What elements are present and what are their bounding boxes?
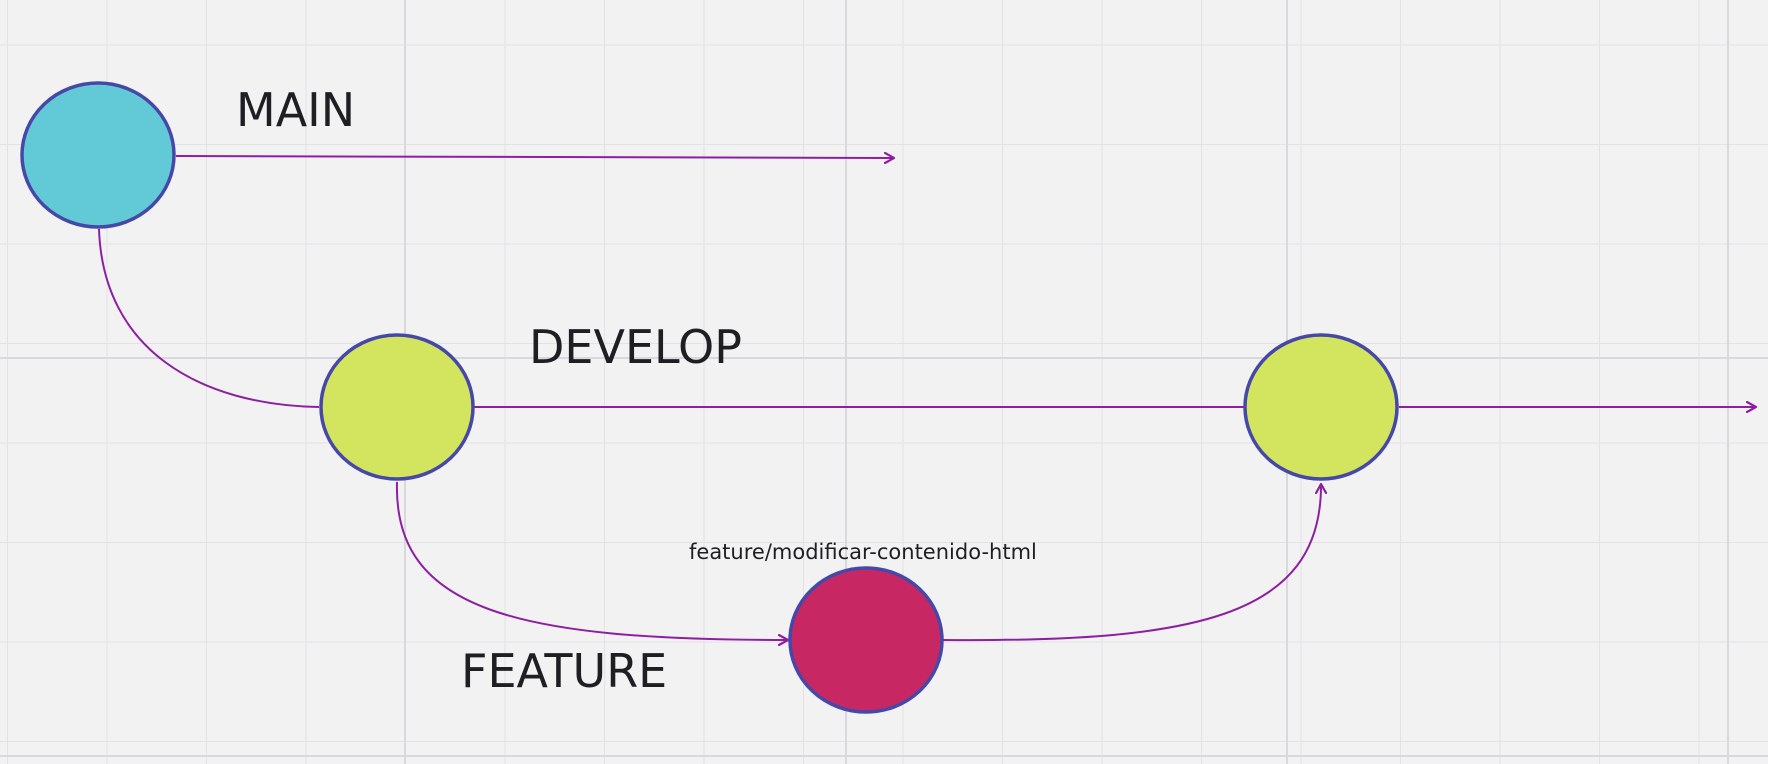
- main-commit-node[interactable]: [20, 81, 176, 229]
- develop-commit-node-2[interactable]: [1243, 333, 1399, 481]
- feature-branch-label: FEATURE: [461, 644, 667, 698]
- develop-to-feature-connector[interactable]: [395, 481, 788, 640]
- main-to-develop-connector[interactable]: [98, 228, 320, 408]
- feature-to-develop-connector[interactable]: [942, 484, 1321, 642]
- main-branch-label: MAIN: [236, 83, 355, 137]
- develop-branch-label: DEVELOP: [529, 320, 742, 374]
- develop-commit-node-1[interactable]: [319, 333, 475, 481]
- main-line-arrow[interactable]: [175, 156, 894, 158]
- feature-commit-node[interactable]: [788, 566, 944, 714]
- feature-branch-name: feature/modificar-contenido-html: [689, 540, 1037, 564]
